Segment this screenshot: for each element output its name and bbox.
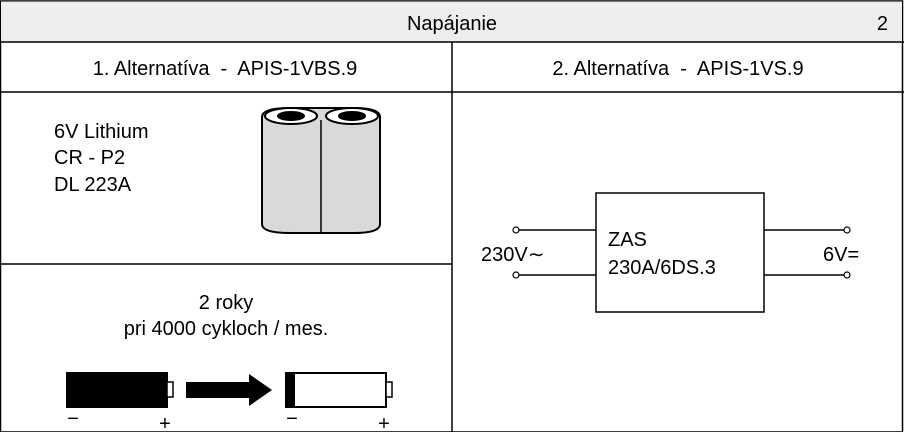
input-terminal <box>512 271 520 279</box>
page-number: 2 <box>877 13 888 35</box>
alternative-2-heading: 2. Alternatíva - APIS-1VS.9 <box>552 58 803 80</box>
battery-lifetime-condition: pri 4000 cykloch / mes. <box>124 318 329 340</box>
battery-spec-line: CR - P2 <box>54 147 125 169</box>
battery-cr-p2-illustration <box>261 107 381 234</box>
battery-spec: 6V Lithium CR - P2 DL 223A <box>54 121 149 196</box>
minus-sign: − <box>67 408 79 430</box>
power-supply-schematic: ZAS 230A/6DS.3 230V∼ 6V= <box>481 192 859 313</box>
minus-sign: − <box>286 408 298 430</box>
module-name: ZAS <box>608 229 647 251</box>
output-voltage-label: 6V= <box>823 244 859 266</box>
arrow-right-icon <box>186 374 272 406</box>
power-module-box <box>595 192 765 313</box>
module-model: 230A/6DS.3 <box>608 257 716 279</box>
header-background <box>1 1 902 42</box>
input-voltage-label: 230V∼ <box>481 244 544 266</box>
battery-depletion-illustration: − + − + <box>66 372 393 432</box>
output-terminal <box>843 271 851 279</box>
battery-lifetime: 2 roky <box>199 292 253 314</box>
output-terminal <box>843 226 851 234</box>
battery-spec-line: 6V Lithium <box>54 121 149 143</box>
plus-sign: + <box>378 413 390 432</box>
empty-battery-icon <box>285 372 393 408</box>
page-title: Napájanie <box>407 13 497 35</box>
input-terminal <box>512 226 520 234</box>
alternative-1-heading: 1. Alternatíva - APIS-1VBS.9 <box>93 58 358 80</box>
full-battery-icon <box>66 372 174 408</box>
plus-sign: + <box>159 413 171 432</box>
battery-spec-line: DL 223A <box>54 174 132 196</box>
